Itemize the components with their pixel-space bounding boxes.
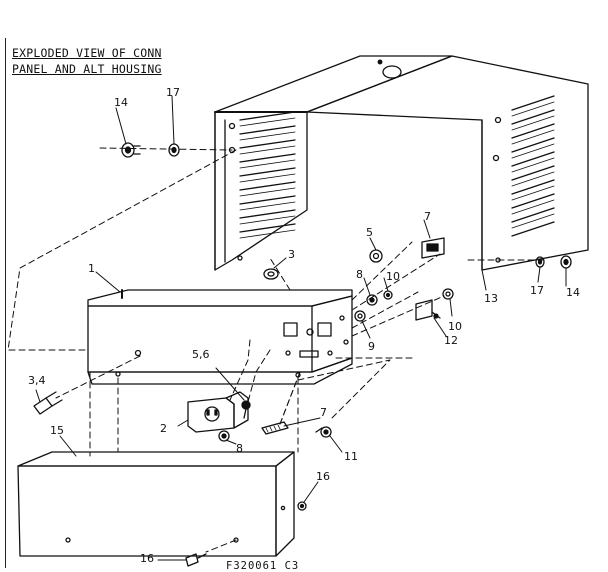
- left-border-line: [5, 38, 6, 568]
- alt-housing: [214, 55, 589, 271]
- callout-17-left: 17: [166, 86, 180, 99]
- title-line-2: PANEL AND ALT HOUSING: [12, 62, 162, 76]
- callout-10-right: 10: [448, 320, 462, 333]
- housing-left-side: [214, 111, 308, 271]
- panel-slot: [299, 350, 319, 358]
- leader-lines: [35, 95, 567, 561]
- part-10-nut-right: [442, 288, 454, 300]
- part-9-washer: [354, 310, 366, 322]
- callout-3-4: 3,4: [28, 374, 46, 387]
- cover-face: [17, 465, 277, 557]
- callout-10-top: 10: [386, 270, 400, 283]
- assembly-lines: [7, 147, 546, 553]
- callout-5: 5: [366, 226, 373, 239]
- housing-top: [214, 55, 453, 113]
- part-16-screw-bottom: [185, 553, 207, 567]
- left-louvers: [239, 111, 296, 239]
- top-hole: [382, 65, 402, 79]
- callout-1: 1: [88, 262, 95, 275]
- panel-square-cutout-right: [317, 322, 332, 337]
- callout-7-lower: 7: [320, 406, 327, 419]
- callout-8-lower: 8: [236, 442, 243, 455]
- callout-5-6: 5,6: [192, 348, 210, 361]
- part-16-screw-right: [297, 501, 307, 511]
- part-7-switch: [421, 237, 445, 259]
- callout-2: 2: [160, 422, 167, 435]
- callout-13: 13: [484, 292, 498, 305]
- callout-11: 11: [344, 450, 358, 463]
- part-5-nut: [369, 249, 383, 263]
- part-11-fuse: [315, 426, 332, 438]
- callout-12: 12: [444, 334, 458, 347]
- housing-right-side: [306, 55, 589, 271]
- part-8-lower: [218, 430, 230, 442]
- callout-14-right: 14: [566, 286, 580, 299]
- lower-cover: [17, 451, 295, 557]
- part-3-grommet: [263, 268, 279, 280]
- title-line-1: EXPLODED VIEW OF CONN: [12, 46, 162, 60]
- callout-9: 9: [368, 340, 375, 353]
- part-5-6-screw: [241, 400, 251, 419]
- part-7-terminal: [261, 421, 289, 435]
- cover-top: [17, 451, 295, 467]
- part-14-nut-right: [560, 255, 572, 269]
- callout-14-left: 14: [114, 96, 128, 109]
- part-2-receptacle: [187, 391, 249, 433]
- part-17-washer-left: [168, 143, 180, 157]
- drawing-code: F320061 C3: [226, 560, 300, 572]
- callout-labels: 14 17 1 3 5 7 8 10 10 17 14 13 9 12 5,6 …: [28, 86, 580, 565]
- callout-15: 15: [50, 424, 64, 437]
- connection-panel: [87, 289, 353, 385]
- panel-bottom-flange: [87, 357, 353, 385]
- hardware: [33, 142, 572, 567]
- part-8-bushing: [366, 294, 378, 306]
- right-louvers: [511, 95, 555, 237]
- callout-7-top: 7: [424, 210, 431, 223]
- part-12-bracket: [415, 299, 441, 321]
- panel-top-flange: [87, 289, 353, 307]
- part-10-nut-upper: [383, 290, 393, 300]
- callout-16-bottom: 16: [140, 552, 154, 565]
- cover-side: [275, 451, 295, 557]
- part-3-4-screw: [33, 391, 63, 415]
- callout-8-top: 8: [356, 268, 363, 281]
- panel-square-cutout-left: [283, 322, 298, 337]
- callout-3: 3: [288, 248, 295, 261]
- part-14-nut-left: [121, 142, 141, 158]
- callout-17-right: 17: [530, 284, 544, 297]
- callout-16-right: 16: [316, 470, 330, 483]
